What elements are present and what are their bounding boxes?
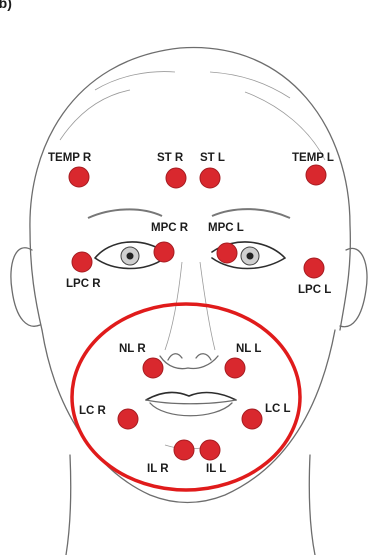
point-label-nl-l: NL L xyxy=(236,343,261,355)
point-label-lpc-l: LPC L xyxy=(298,284,331,296)
face-line-art xyxy=(11,48,367,555)
point-label-lpc-r: LPC R xyxy=(66,278,101,290)
point-label-temp-r: TEMP R xyxy=(48,152,92,164)
point-marker-il-r xyxy=(174,440,194,460)
point-marker-il-l xyxy=(200,440,220,460)
point-marker-lpc-l xyxy=(304,258,324,278)
lip-line xyxy=(146,400,236,404)
point-label-temp-l: TEMP L xyxy=(292,152,334,164)
point-label-mpc-r: MPC R xyxy=(151,222,189,234)
lower-lip xyxy=(150,403,232,416)
point-label-il-l: IL L xyxy=(206,463,226,475)
point-label-lc-r: LC R xyxy=(79,405,107,417)
point-label-st-r: ST R xyxy=(157,152,184,164)
point-marker-mpc-r xyxy=(154,242,174,262)
brow-right xyxy=(88,209,162,218)
point-label-il-r: IL R xyxy=(147,463,169,475)
neck-lines xyxy=(66,455,315,555)
brow-left xyxy=(212,209,290,218)
injection-points: TEMP R ST R ST L TEMP L MPC R MPC L LPC … xyxy=(48,152,334,475)
point-marker-nl-r xyxy=(143,358,163,378)
figure-label: (b) xyxy=(0,0,12,11)
ear-left xyxy=(340,248,367,326)
pupil-right xyxy=(127,253,134,260)
point-marker-temp-r xyxy=(69,167,89,187)
upper-lip xyxy=(146,393,236,400)
point-marker-lc-l xyxy=(242,409,262,429)
ear-right xyxy=(11,248,40,326)
point-marker-st-r xyxy=(166,168,186,188)
point-marker-nl-l xyxy=(225,358,245,378)
point-label-lc-l: LC L xyxy=(265,403,291,415)
point-label-st-l: ST L xyxy=(200,152,225,164)
point-marker-lc-r xyxy=(118,409,138,429)
point-marker-lpc-r xyxy=(72,252,92,272)
point-marker-mpc-l xyxy=(217,243,237,263)
point-label-nl-r: NL R xyxy=(119,343,146,355)
highlight-ring xyxy=(72,304,300,490)
point-marker-st-l xyxy=(200,168,220,188)
point-marker-temp-l xyxy=(306,165,326,185)
nostrils xyxy=(168,354,211,360)
hair-strands xyxy=(60,72,325,160)
point-label-mpc-l: MPC L xyxy=(208,222,244,234)
pupil-left xyxy=(247,253,254,260)
